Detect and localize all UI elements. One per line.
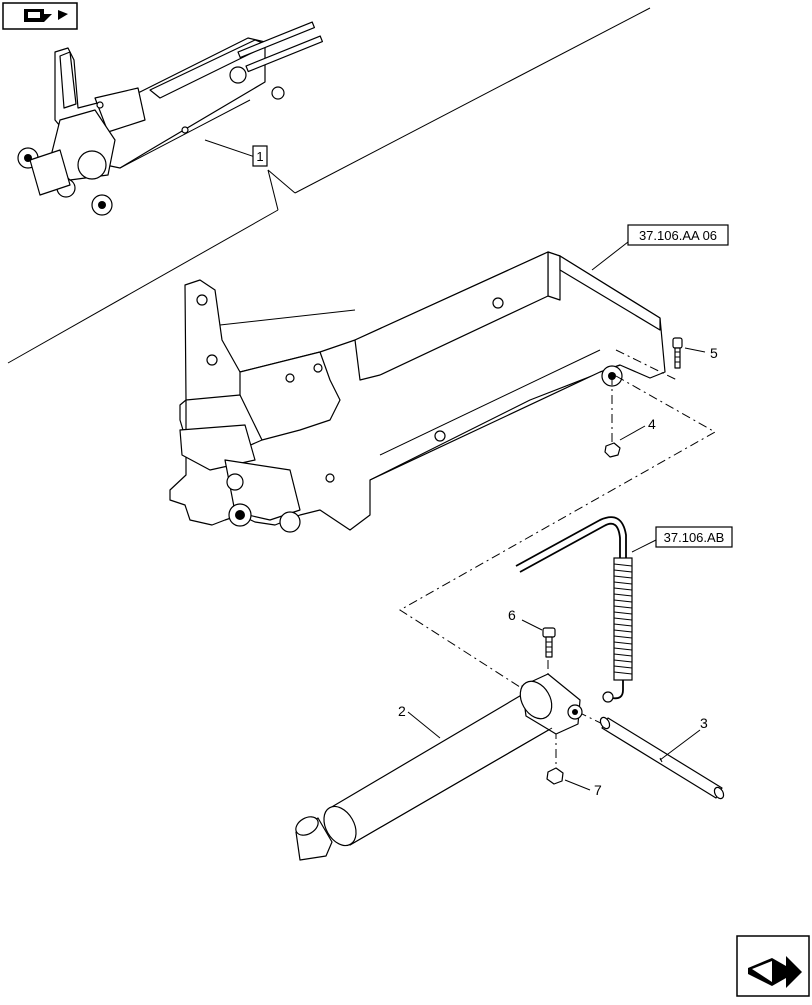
align-line-5: [615, 349, 678, 381]
nut-7: [546, 767, 564, 785]
leader-2: [407, 711, 441, 739]
ref-leader-ab: [631, 539, 657, 553]
ref-box-aa: [627, 224, 729, 246]
next-page-arrow-icon[interactable]: [736, 935, 810, 997]
leader-line-1b: [267, 169, 296, 194]
ref-box-ab: [655, 526, 733, 548]
bolt-5: [672, 337, 683, 369]
main-frame: [169, 251, 666, 533]
nut-4: [604, 442, 621, 458]
callout-5: 5: [710, 345, 718, 361]
ref-leader-aa: [591, 241, 629, 271]
overview-assembly: [17, 21, 324, 216]
spring-rod: [515, 516, 633, 703]
callout-4: 4: [648, 416, 656, 432]
leader-3: [659, 729, 701, 761]
separator-line-upper: [294, 7, 651, 194]
cylinder-2: [295, 673, 583, 861]
leader-5: [684, 347, 706, 353]
ref-spring[interactable]: 37.106.AB: [664, 530, 725, 545]
callout-6: 6: [508, 607, 516, 623]
leader-line-1c: [267, 169, 279, 211]
leader-6: [521, 619, 543, 631]
leader-7: [564, 779, 591, 791]
leader-line-1a: [204, 139, 259, 159]
callout-box-1: [252, 145, 268, 167]
callout-2: 2: [398, 703, 406, 719]
callout-7: 7: [594, 782, 602, 798]
align-line-3: [577, 711, 616, 731]
leader-4: [619, 425, 646, 441]
callout-1: 1: [256, 149, 263, 164]
callout-3: 3: [700, 715, 708, 731]
bolt-6: [542, 627, 556, 658]
separator-line-lower: [7, 209, 279, 364]
view-orientation-icon[interactable]: [2, 2, 78, 30]
ref-assembly[interactable]: 37.106.AA 06: [639, 228, 717, 243]
